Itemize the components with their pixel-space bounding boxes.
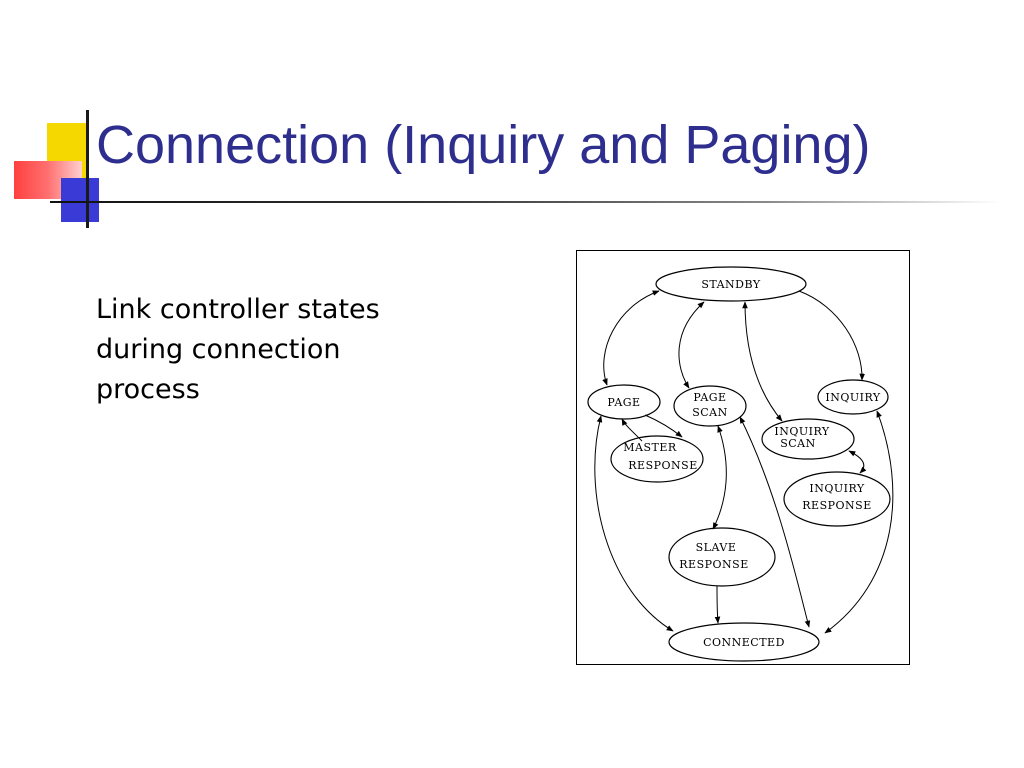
node-master-response-label-2: RESPONSE (628, 459, 697, 472)
decorative-blue-square (61, 178, 99, 222)
node-slave-response-label-1: SLAVE (696, 541, 737, 554)
edge-standby-page (602, 290, 660, 386)
node-page-scan-label-2: SCAN (692, 406, 728, 419)
node-inquiry-scan-label-2: SCAN (780, 437, 816, 450)
node-standby-label: STANDBY (701, 278, 761, 291)
node-inquiry-label: INQUIRY (825, 391, 881, 404)
node-slave-response-label-2: RESPONSE (679, 558, 748, 571)
slide-title: Connection (Inquiry and Paging) (96, 115, 871, 175)
edge-slaveresponse-connected (714, 585, 721, 624)
node-inquiry-response-label-1: INQUIRY (809, 482, 865, 495)
node-inquiry-response-label-2: RESPONSE (802, 499, 871, 512)
body-text: Link controller states during connection… (96, 294, 380, 405)
node-page: PAGE (587, 384, 661, 420)
title-underline (50, 201, 1000, 203)
node-connected: CONNECTED (668, 622, 820, 662)
edge-masterresponse-page (621, 418, 643, 442)
node-standby: STANDBY (655, 266, 807, 302)
edge-standby-inquiry (798, 290, 865, 381)
edge-page-connected (594, 415, 674, 632)
node-page-scan: PAGE SCAN (673, 385, 747, 427)
edge-pagescan-connected (739, 416, 811, 628)
node-inquiry-response: INQUIRY RESPONSE (783, 471, 891, 527)
decorative-vertical-line (86, 110, 89, 228)
state-diagram-svg: STANDBY PAGE PAGE SCAN INQUIRY INQUIRY S… (587, 266, 894, 662)
edge-standby-pagescan (678, 301, 705, 389)
edge-page-masterresponse (644, 414, 683, 438)
node-inquiry: INQUIRY (817, 379, 889, 415)
node-slave-response: SLAVE RESPONSE (668, 527, 776, 587)
node-connected-label: CONNECTED (703, 636, 785, 649)
node-master-response-label-1: MASTER (623, 441, 677, 454)
edge-inquiry-connected (824, 410, 894, 634)
edge-inquiryscan-inquiryresponse (848, 450, 867, 474)
node-master-response: MASTER RESPONSE (610, 435, 704, 483)
state-diagram: STANDBY PAGE PAGE SCAN INQUIRY INQUIRY S… (576, 250, 910, 665)
edge-pagescan-slaveresponse (712, 425, 727, 530)
node-page-scan-label-1: PAGE (693, 391, 726, 404)
node-page-label: PAGE (607, 396, 640, 409)
node-inquiry-scan: INQUIRY SCAN (761, 418, 855, 460)
edge-standby-inquiryscan (742, 301, 783, 422)
